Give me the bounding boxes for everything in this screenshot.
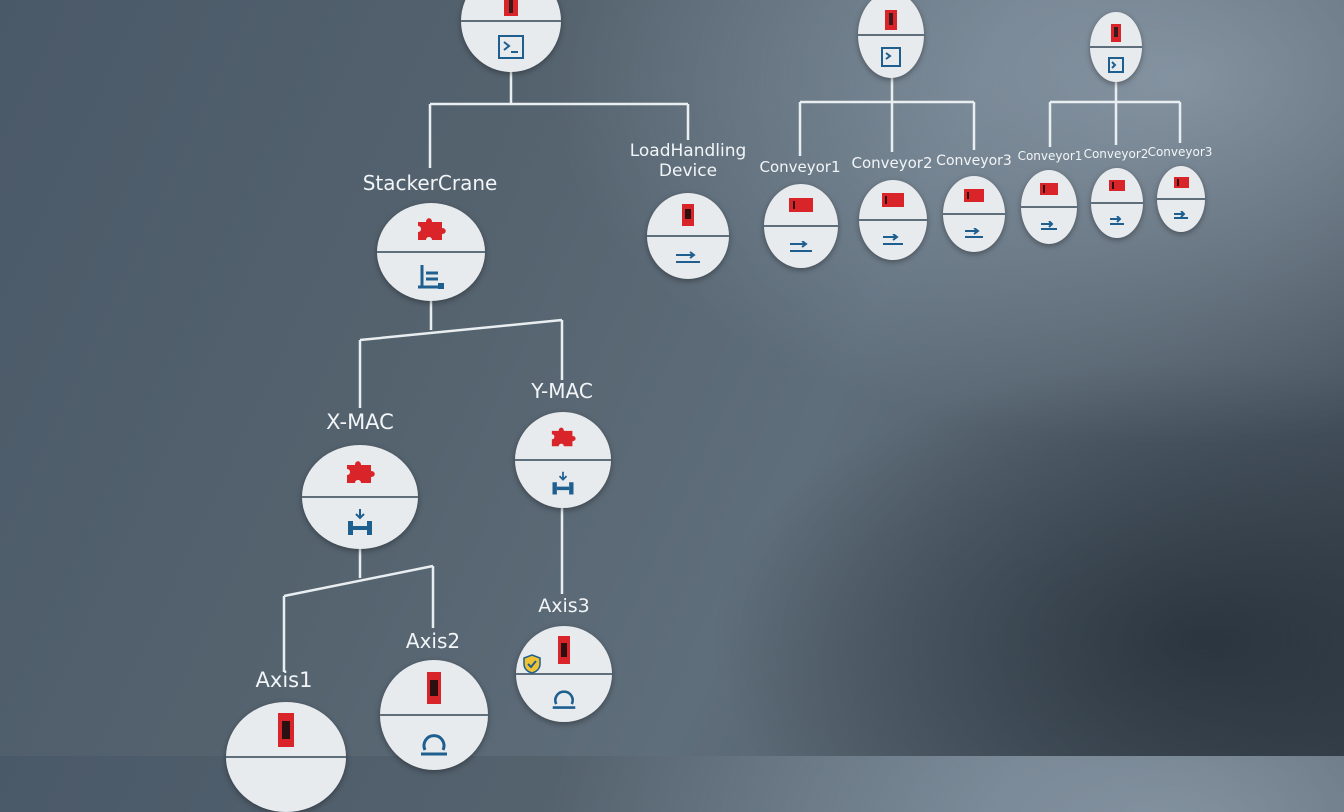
conveyor-icon [963, 227, 985, 239]
puzzle-icon [548, 424, 578, 448]
drive-icon [682, 203, 694, 226]
connector-stackercrane [358, 300, 564, 408]
group2-conveyor3-label: Conveyor3 [936, 153, 1012, 169]
stackercrane-label: StackerCrane [362, 171, 498, 195]
conveyor-icon [1173, 211, 1189, 220]
axis2-label: Axis2 [405, 629, 461, 653]
drive-icon [882, 193, 904, 207]
drive-icon [789, 198, 813, 212]
drive-icon [278, 712, 294, 747]
conveyor-icon [788, 241, 814, 253]
connector-root2 [798, 75, 976, 156]
puzzle-icon [343, 457, 377, 485]
drive-icon [427, 671, 441, 704]
drive-icon [1040, 182, 1058, 195]
group2-conveyor1-label: Conveyor1 [759, 158, 841, 176]
motor-icon [417, 728, 451, 758]
drive-icon [964, 188, 984, 202]
program-icon [1107, 56, 1125, 74]
automation-hierarchy-diagram: StackerCrane LoadHandling Device [226, 0, 1213, 812]
conveyor-icon [881, 234, 905, 246]
group3-conveyor3-label: Conveyor3 [1147, 145, 1213, 159]
conveyor-icon [674, 250, 702, 265]
y-mac-label: Y-MAC [531, 379, 593, 403]
mechanical-axis-icon [549, 470, 577, 498]
axis1-label: Axis1 [255, 668, 313, 692]
connector-xmac [282, 548, 435, 672]
x-mac-label: X-MAC [326, 410, 394, 434]
mechanical-axis-icon [344, 507, 376, 539]
group3-conveyor2-label: Conveyor2 [1083, 147, 1149, 161]
loadhandling-label: LoadHandling Device [629, 141, 747, 181]
stacker-crane-icon [414, 261, 448, 293]
controller-icon [885, 9, 897, 30]
connector-root3 [1048, 80, 1182, 147]
controller-icon [503, 0, 519, 17]
puzzle-icon [414, 214, 448, 242]
loadhandling-label-line1: LoadHandling [629, 141, 747, 161]
connector-root1 [428, 70, 690, 168]
group3-conveyor1-label: Conveyor1 [1017, 149, 1083, 163]
group2-conveyor2-label: Conveyor2 [851, 154, 933, 172]
conveyor-icon [1039, 220, 1059, 231]
program-icon [880, 46, 902, 68]
axis3-label: Axis3 [538, 595, 590, 617]
loadhandling-label-line2: Device [658, 160, 718, 181]
program-icon [496, 32, 526, 62]
drive-icon [1109, 180, 1125, 191]
motor-icon [549, 685, 579, 711]
conveyor-icon [1108, 215, 1126, 226]
drive-icon [1173, 177, 1189, 188]
drive-icon [558, 636, 570, 664]
connection-lines [282, 70, 1182, 672]
controller-icon [1111, 23, 1121, 42]
safety-shield-icon [522, 654, 542, 674]
